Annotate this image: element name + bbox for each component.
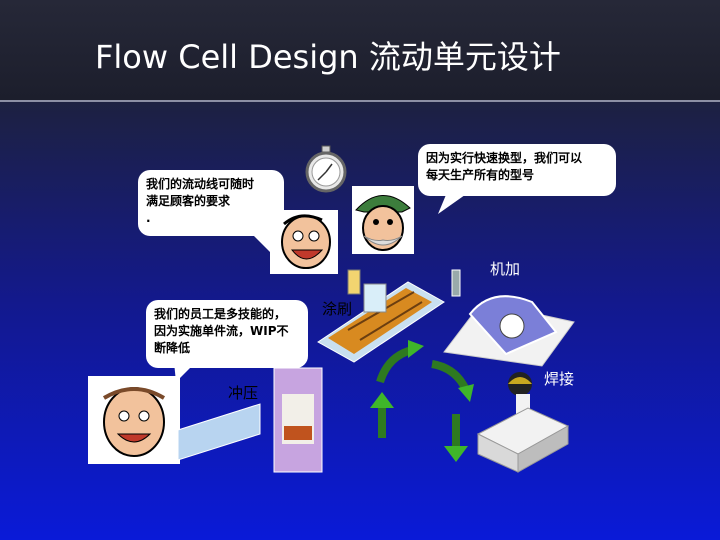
cartoon-face-icon bbox=[88, 376, 180, 464]
machining-station-icon bbox=[443, 269, 575, 367]
arrow-icon bbox=[444, 414, 468, 462]
bubble-line: 因为实施单件流，WIP不 bbox=[154, 324, 289, 338]
arrow-icon bbox=[370, 392, 394, 438]
arrow-icon bbox=[431, 360, 474, 402]
cartoon-face-icon bbox=[352, 186, 414, 254]
cartoon-face-icon bbox=[270, 210, 338, 274]
station-label-stamping: 冲压 bbox=[228, 384, 259, 402]
bubble-tail bbox=[438, 190, 472, 214]
bubble-line: 断降低 bbox=[154, 341, 191, 355]
stamping-station-icon bbox=[177, 367, 323, 473]
speech-bubble-changeover: 因为实行快速换型，我们可以 每天生产所有的型号 bbox=[418, 144, 616, 214]
station-label-painting: 涂刷 bbox=[322, 300, 353, 318]
bubble-line: . bbox=[146, 211, 151, 225]
slide-title: Flow Cell Design 流动单元设计 bbox=[95, 38, 561, 76]
bubble-line: 每天生产所有的型号 bbox=[426, 168, 535, 182]
speech-bubble-workers: 我们的员工是多技能的， 因为实施单件流，WIP不 断降低 bbox=[146, 300, 308, 382]
arrow-icon bbox=[376, 340, 424, 384]
title-divider bbox=[0, 100, 720, 102]
bubble-line: 因为实行快速换型，我们可以 bbox=[426, 151, 583, 165]
bubble-line: 我们的流动线可随时 bbox=[146, 177, 255, 191]
station-label-welding: 焊接 bbox=[544, 370, 575, 388]
bubble-line: 我们的员工是多技能的， bbox=[154, 307, 287, 321]
welding-station-icon bbox=[476, 372, 570, 473]
speech-bubble-customer: 我们的流动线可随时 满足顾客的要求 . bbox=[138, 170, 284, 264]
title-bar bbox=[0, 0, 720, 100]
bubble-line: 满足顾客的要求 bbox=[146, 194, 231, 208]
stopwatch-icon bbox=[305, 145, 347, 193]
painting-station-icon bbox=[317, 269, 445, 363]
station-label-machining: 机加 bbox=[490, 260, 521, 278]
